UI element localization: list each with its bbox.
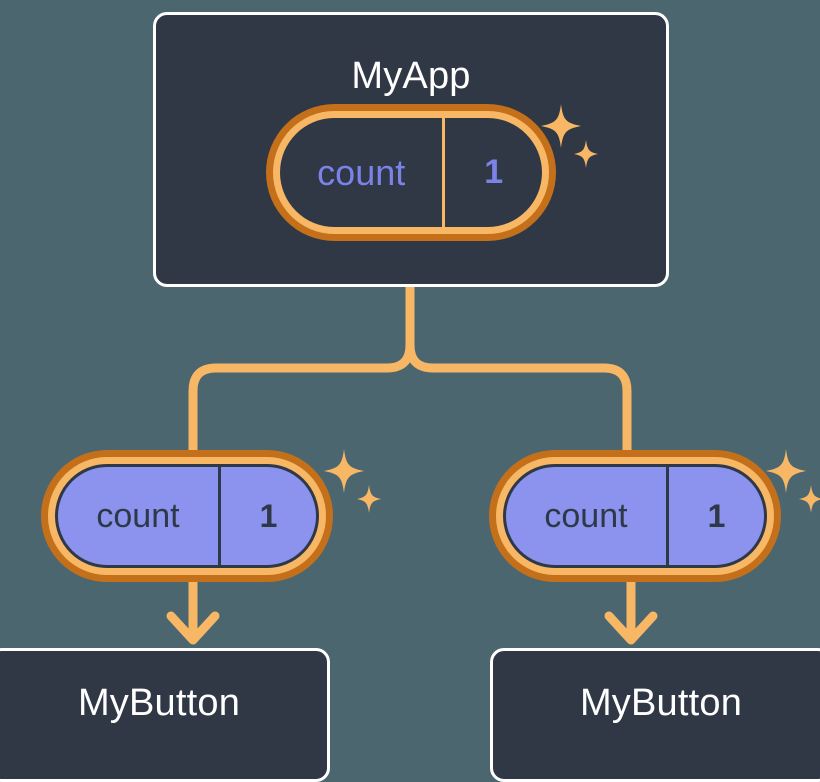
state-key-label: count [544, 496, 628, 535]
state-pill-myapp[interactable]: count 1 [266, 104, 556, 241]
state-pill-ring-inner: count 1 [496, 457, 774, 575]
sparkle-four-point-large-icon [324, 449, 364, 493]
state-pill-core: count 1 [280, 118, 542, 227]
state-pill-ring-inner: count 1 [48, 457, 326, 575]
arrow-head-right [604, 611, 658, 645]
state-pill-child-left[interactable]: count 1 [41, 450, 333, 582]
sparkle-four-point-small-icon [799, 485, 820, 513]
component-label-mybutton: MyButton [77, 682, 241, 724]
state-value-label: 1 [665, 467, 764, 565]
state-key-label: count [96, 496, 180, 535]
state-pill-child-right[interactable]: count 1 [489, 450, 781, 582]
state-pill-ring-inner: count 1 [273, 111, 549, 234]
component-label-mybutton: MyButton [579, 682, 743, 724]
component-node-mybutton-right[interactable]: MyButton [490, 648, 820, 782]
branch-connector-root-to-children-right [405, 340, 632, 467]
sparkle-four-point-small-icon [357, 485, 381, 513]
state-key-label: count [317, 151, 406, 193]
state-pill-core: count 1 [503, 464, 767, 568]
state-pill-core: count 1 [55, 464, 319, 568]
state-value-label: 1 [442, 118, 542, 227]
component-label-myapp: MyApp [351, 55, 471, 97]
arrow-head-left [166, 611, 220, 645]
component-node-mybutton-left[interactable]: MyButton [0, 648, 330, 782]
branch-connector-root-to-children [188, 282, 415, 467]
state-value-label: 1 [217, 467, 316, 565]
